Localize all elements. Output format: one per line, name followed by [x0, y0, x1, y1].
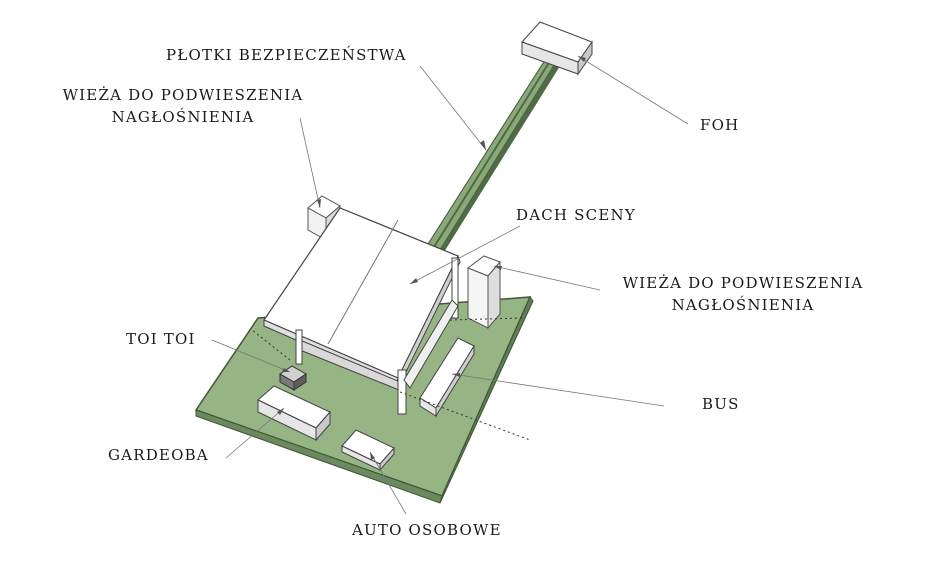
label-foh: FOH: [700, 116, 740, 134]
wardrobe-container: [257, 385, 331, 442]
bus-vehicle: [419, 337, 475, 418]
label-speaker-tower-right: WIEŻA DO PODWIESZENIA NAGŁOŚNIENIA: [606, 272, 880, 316]
label-speaker-tower-right-line2: NAGŁOŚNIENIA: [671, 296, 815, 314]
leader-lines: [211, 55, 689, 515]
stage-deck: [295, 257, 459, 415]
label-gardeoba: GARDEOBA: [108, 446, 209, 464]
label-auto-osobowe: AUTO OSOBOWE: [352, 521, 502, 539]
label-speaker-tower-left: WIEŻA DO PODWIESZENIA NAGŁOŚNIENIA: [48, 84, 318, 128]
label-speaker-tower-right-line1: WIEŻA DO PODWIESZENIA: [622, 274, 864, 292]
leader-arrowheads: [277, 56, 586, 460]
speaker-tower-right: [466, 255, 501, 330]
label-speaker-tower-left-line2: NAGŁOŚNIENIA: [111, 108, 255, 126]
label-safety-barriers: PŁOTKI BEZPIECZEŃSTWA: [166, 46, 407, 64]
label-bus: BUS: [702, 395, 740, 413]
label-stage-roof: DACH SCENY: [516, 206, 636, 224]
festival-ground-plate: [194, 296, 534, 504]
foh-box: [521, 21, 593, 76]
label-toi-toi: TOI TOI: [126, 330, 196, 348]
label-speaker-tower-left-line1: WIEŻA DO PODWIESZENIA: [62, 86, 304, 104]
passenger-car: [341, 429, 395, 472]
ground-guide-lines: [251, 317, 531, 441]
safety-barrier-walkway: [427, 59, 560, 252]
